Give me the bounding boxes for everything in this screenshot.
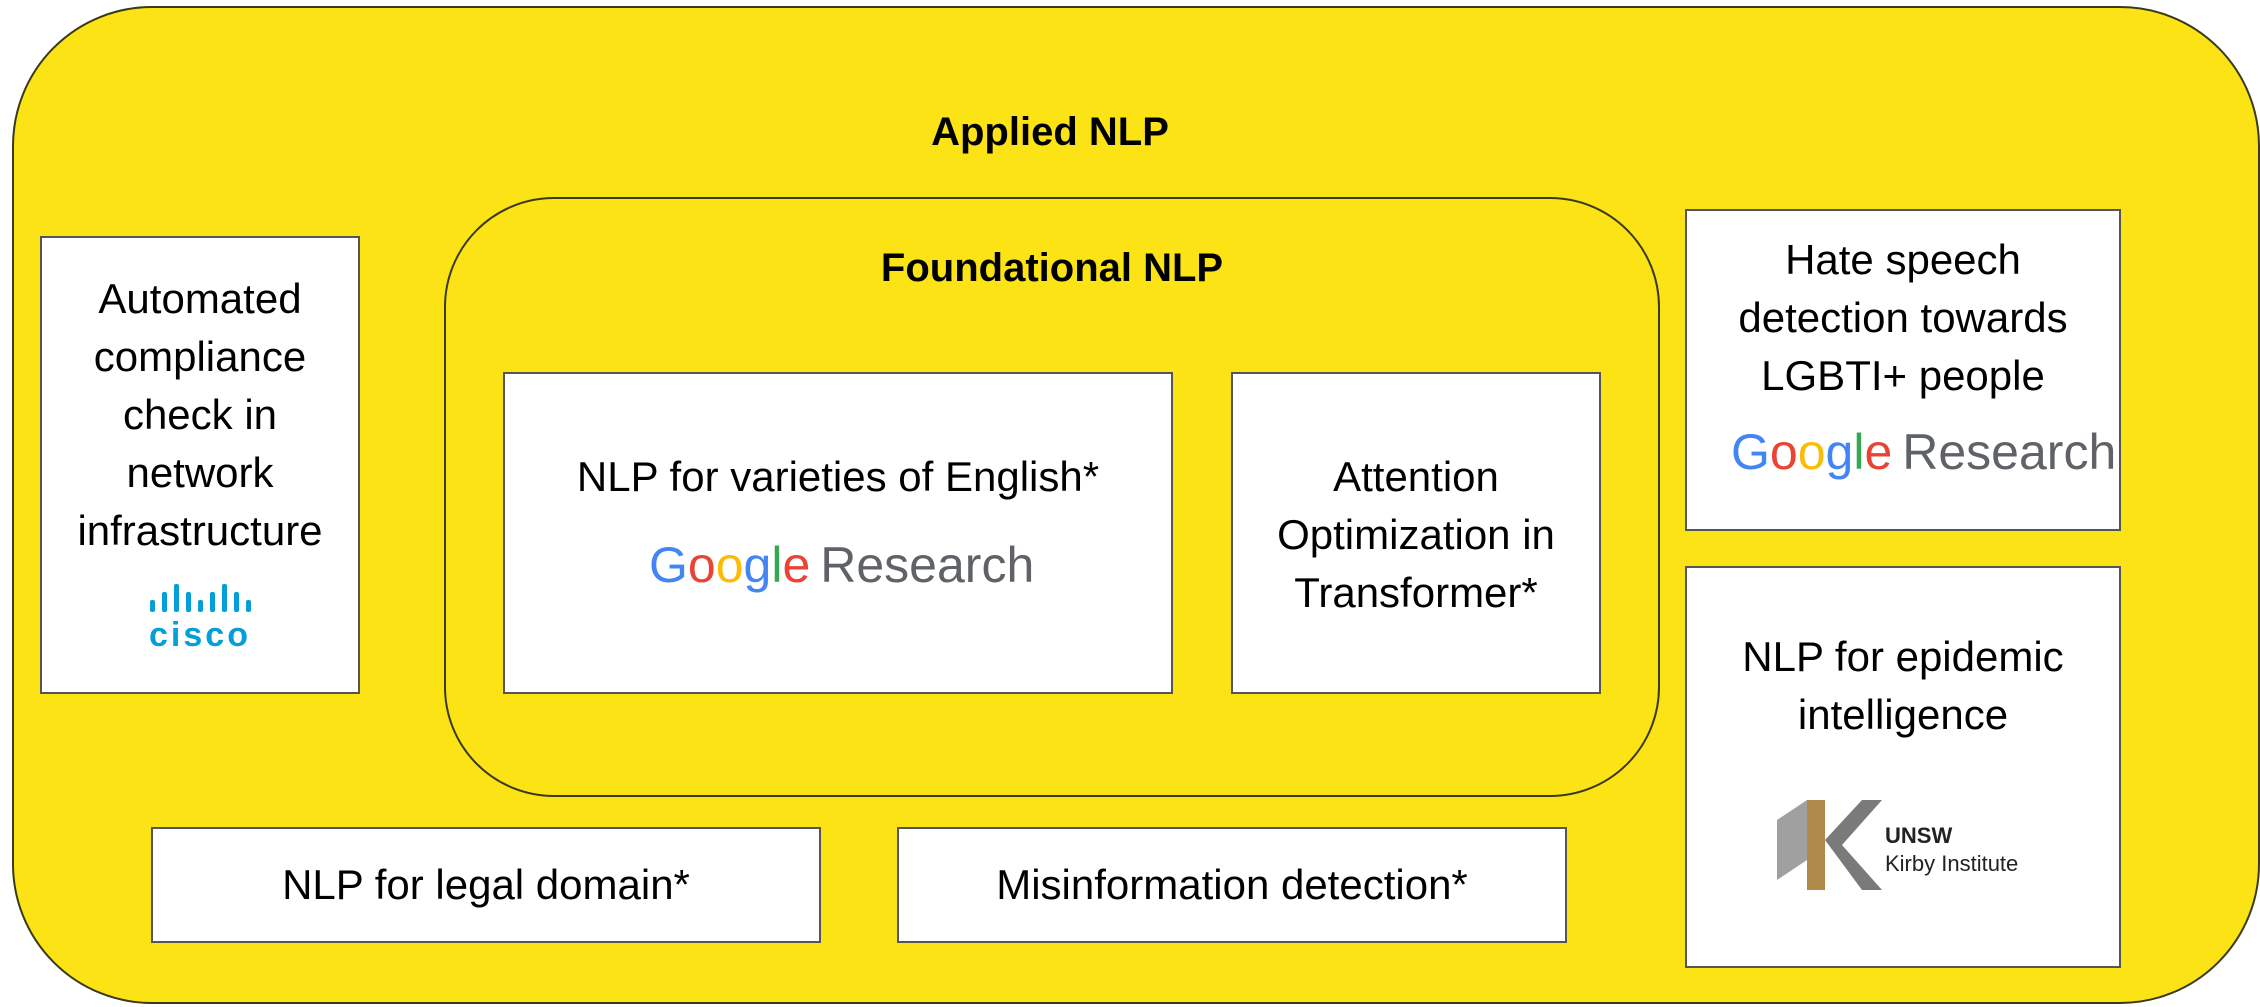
foundational-nlp-title: Foundational NLP bbox=[880, 246, 1224, 290]
cisco-logo: cisco bbox=[140, 578, 260, 658]
compliance-label: Automated compliance check in network in… bbox=[77, 275, 323, 554]
unsw-kirby-wordmark: UNSW Kirby Institute bbox=[1885, 823, 2019, 876]
epidemic-intelligence-label: NLP for epidemic intelligence bbox=[1742, 633, 2064, 738]
kirby-k-icon bbox=[1777, 800, 1882, 890]
attention-optimization-label: Attention Optimization in Transformer* bbox=[1277, 453, 1555, 616]
legal-domain-box: NLP for legal domain* bbox=[151, 827, 821, 943]
unsw-kirby-logo: UNSW Kirby Institute bbox=[1767, 800, 2067, 900]
attention-optimization-box: Attention Optimization in Transformer* bbox=[1231, 372, 1601, 694]
applied-nlp-title: Applied NLP bbox=[931, 110, 1169, 154]
varieties-english-label: NLP for varieties of English* bbox=[576, 453, 1100, 500]
epidemic-intelligence-box: NLP for epidemic intelligence UNSW Kirby… bbox=[1685, 566, 2121, 968]
misinformation-box: Misinformation detection* bbox=[897, 827, 1567, 943]
hate-speech-box: Hate speech detection towards LGBTI+ peo… bbox=[1685, 209, 2121, 531]
cisco-bars-icon bbox=[150, 584, 251, 612]
compliance-box: Automated compliance check in network in… bbox=[40, 236, 360, 694]
hate-speech-label: Hate speech detection towards LGBTI+ peo… bbox=[1738, 236, 2068, 399]
legal-domain-label: NLP for legal domain* bbox=[282, 861, 690, 908]
cisco-wordmark: cisco bbox=[149, 616, 251, 654]
misinformation-label: Misinformation detection* bbox=[996, 861, 1468, 908]
